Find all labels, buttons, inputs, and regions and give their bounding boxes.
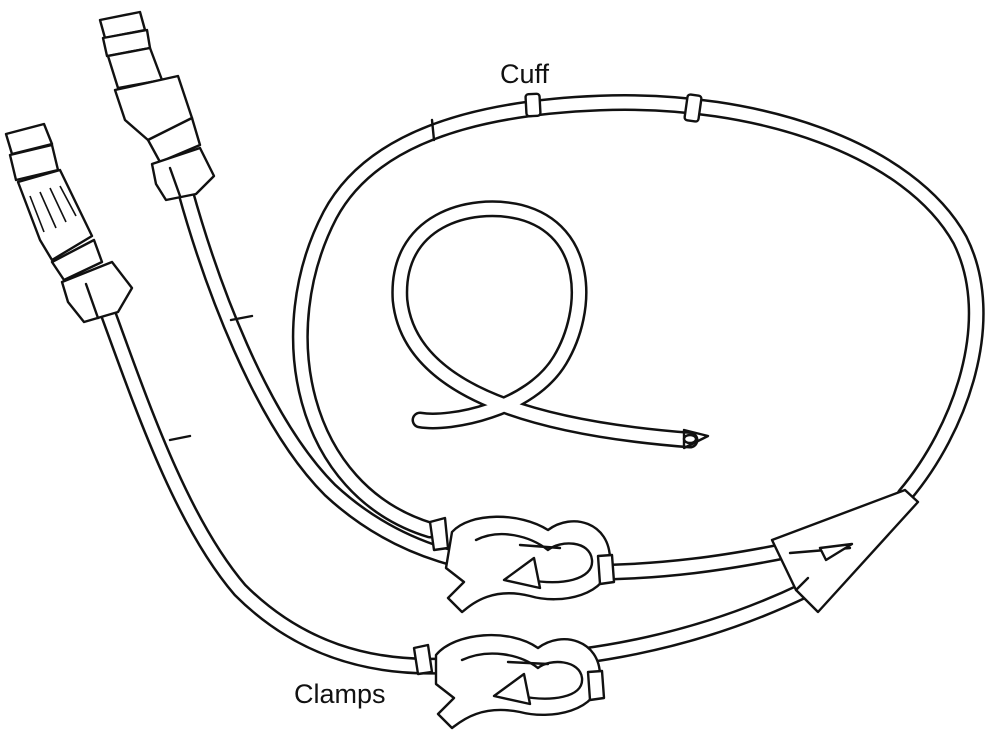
clamps-label: Clamps (294, 679, 386, 709)
cuff-label: Cuff (500, 59, 550, 89)
outer-loop-tube (291, 94, 985, 539)
lower-luer-connector (4, 122, 134, 324)
upper-luer-connector (98, 10, 216, 202)
lower-clamp (412, 633, 606, 730)
lower-extension-lumen (96, 296, 814, 675)
upper-clamp (428, 515, 616, 614)
catheter-tip-coil (391, 200, 710, 450)
bifurcation-hub (770, 488, 920, 614)
cuff-bands (430, 92, 703, 142)
upper-extension-lumen (176, 181, 799, 581)
